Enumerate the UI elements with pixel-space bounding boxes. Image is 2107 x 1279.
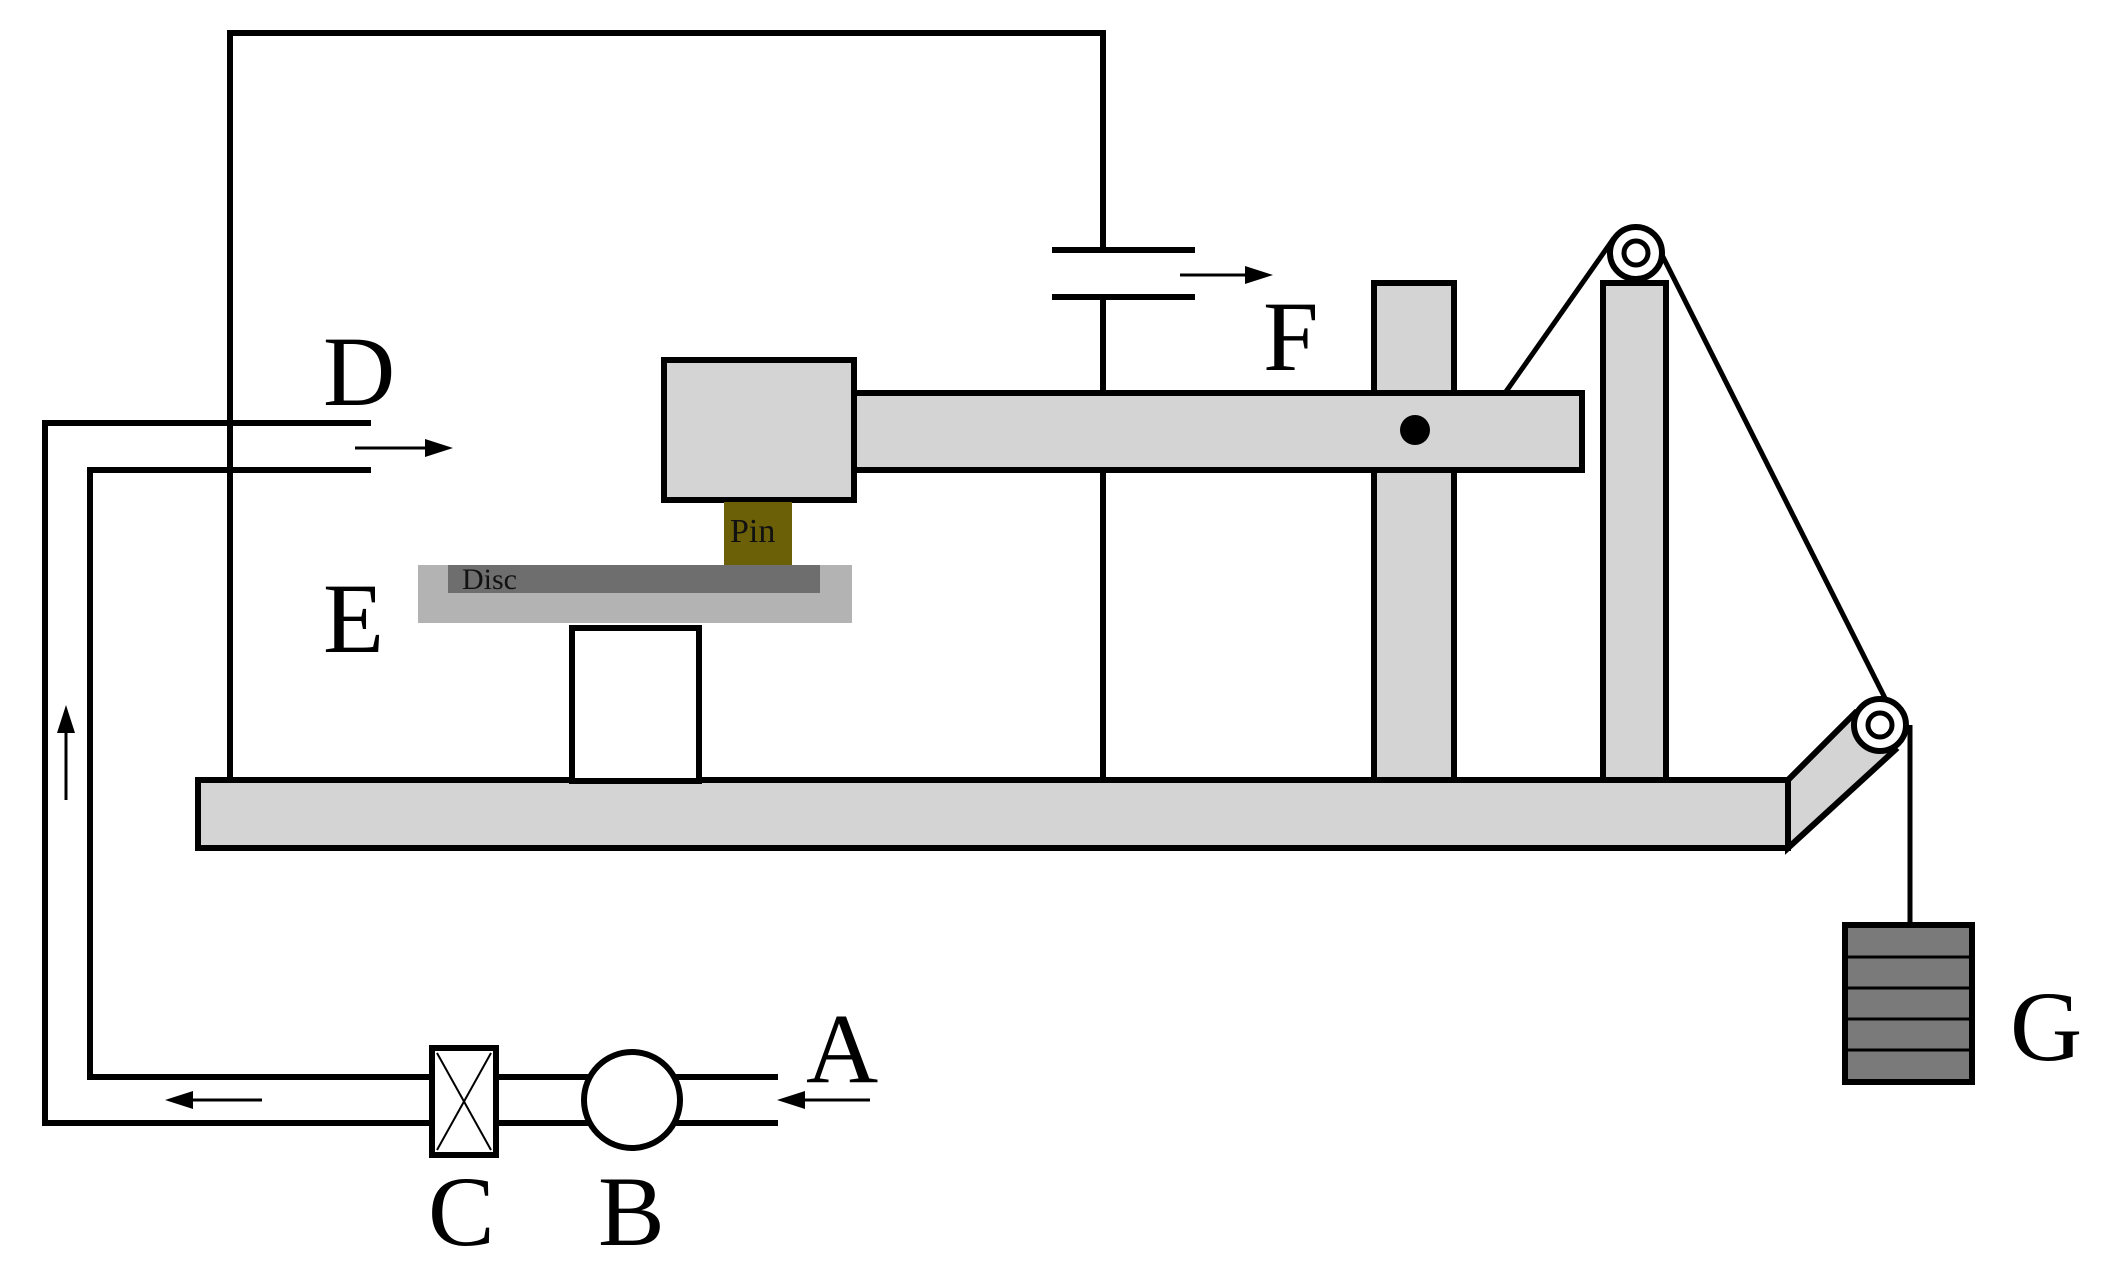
bottom-pulley (1851, 696, 1909, 754)
label-g: G (2010, 971, 2082, 1082)
label-d: D (323, 316, 395, 427)
base-frame (195, 708, 1900, 855)
pulley-post (1600, 280, 1669, 783)
disc-e (418, 565, 852, 623)
circuit-wire (227, 30, 1106, 787)
gas-supply-pipe (42, 420, 870, 1126)
lever-arm (661, 357, 1585, 503)
capacitor-f (1052, 247, 1273, 300)
weights-g (1842, 922, 1975, 1085)
label-a: A (806, 993, 878, 1104)
label-b: B (598, 1156, 665, 1267)
disc-label: Disc (462, 563, 517, 596)
label-e: E (323, 563, 384, 674)
flow-meter-b (581, 1049, 683, 1151)
pin-label: Pin (730, 513, 775, 550)
top-pulley (1607, 224, 1665, 282)
vertical-post (1371, 280, 1457, 783)
disc-support (569, 625, 702, 784)
pin (724, 502, 792, 565)
label-c: C (428, 1156, 495, 1267)
label-f: F (1263, 281, 1319, 392)
cable (1502, 236, 1913, 928)
valve-c (429, 1045, 499, 1158)
